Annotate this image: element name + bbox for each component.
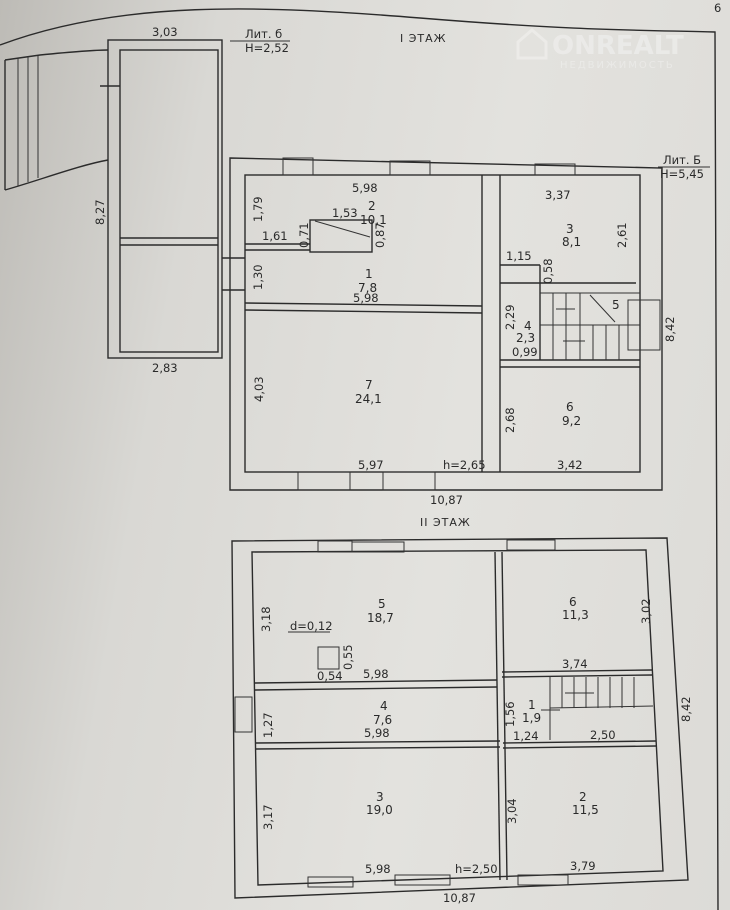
chimney-diameter: d=0,12 xyxy=(290,619,333,633)
lit-main-label: Лит. Б xyxy=(663,153,701,167)
room-area: 1,9 xyxy=(522,711,541,725)
room-number: 4 xyxy=(524,319,532,333)
dimension-label: 2,68 xyxy=(503,407,517,433)
floor-1-dimensions: 3,03 8,27 2,83 5,98 1,79 1,53 0,71 0,87 … xyxy=(93,25,677,507)
dimension-label: 8,42 xyxy=(679,696,693,722)
room-number: 6 xyxy=(566,400,574,414)
room-area: 11,3 xyxy=(562,608,589,622)
dimension-label: 5,98 xyxy=(365,862,391,876)
dimension-label: 5,98 xyxy=(353,291,379,305)
dimension-label: 1,56 xyxy=(503,701,517,727)
dimension-label: 2,61 xyxy=(615,222,629,248)
room-number: 5 xyxy=(612,298,620,312)
dimension-label: 5,98 xyxy=(363,667,389,681)
floor-1-title: I ЭТАЖ xyxy=(400,32,447,45)
dimension-label: 3,17 xyxy=(261,804,275,830)
dimension-label: 3,79 xyxy=(570,859,596,873)
room-number: 6 xyxy=(569,595,577,609)
room-number: 7 xyxy=(365,378,373,392)
dimension-label: 10,87 xyxy=(430,493,463,507)
dimension-label: 0,99 xyxy=(512,345,538,359)
dimension-label: 3,03 xyxy=(152,25,178,39)
dimension-label: 10,87 xyxy=(443,891,476,905)
dimension-label: 1,15 xyxy=(506,249,532,263)
dimension-label: 2,29 xyxy=(503,304,517,330)
room-area: 9,2 xyxy=(562,414,581,428)
dimension-label: 3,74 xyxy=(562,657,588,671)
room-area: 7,8 xyxy=(358,281,377,295)
dimension-label: 8,27 xyxy=(93,199,107,225)
dimension-label: 5,98 xyxy=(352,181,378,195)
dimension-label: 3,02 xyxy=(639,598,653,624)
watermark-subtitle: НЕДВИЖИМОСТЬ xyxy=(560,60,675,71)
dimension-label: 5,98 xyxy=(364,726,390,740)
room-number: 2 xyxy=(579,790,587,804)
dimension-label: 3,18 xyxy=(259,606,273,632)
dimension-label: 3,37 xyxy=(545,188,571,202)
room-number: 1 xyxy=(528,698,536,712)
room-area: 10,1 xyxy=(360,213,387,227)
dimension-label: 0,71 xyxy=(297,222,311,248)
room-number: 3 xyxy=(376,790,384,804)
dimension-label: 8,42 xyxy=(663,316,677,342)
dimension-label: 0,54 xyxy=(317,669,343,683)
room-area: 24,1 xyxy=(355,392,382,406)
room-area: 8,1 xyxy=(562,235,581,249)
floor-2-dimensions: 3,18 0,54 0,55 5,98 3,02 3,74 1,27 5,98 … xyxy=(259,598,693,905)
dimension-label: 3,04 xyxy=(505,798,519,824)
room-number: 2 xyxy=(368,199,376,213)
dimension-label: 2,50 xyxy=(590,728,616,742)
room-number: 3 xyxy=(566,222,574,236)
watermark-brand: ONREALT xyxy=(552,31,684,61)
dimension-label: 1,53 xyxy=(332,206,358,220)
dimension-label: 1,61 xyxy=(262,229,288,243)
floor-1-ceiling-height: h=2,65 xyxy=(443,458,486,472)
house-icon xyxy=(516,28,548,60)
room-number: 1 xyxy=(365,267,373,281)
dimension-label: 2,83 xyxy=(152,361,178,375)
room-area: 19,0 xyxy=(366,803,393,817)
floor-1-staircase xyxy=(540,292,640,360)
dimension-label: 1,30 xyxy=(251,264,265,290)
lit-main-height: H=5,45 xyxy=(660,167,704,181)
chimney-shaft xyxy=(317,646,340,670)
dimension-label: 0,55 xyxy=(341,644,355,670)
floor-2-title: II ЭТАЖ xyxy=(420,516,471,529)
room-area: 2,3 xyxy=(516,331,535,345)
room-number: 4 xyxy=(380,699,388,713)
room-area: 18,7 xyxy=(367,611,394,625)
dimension-label: 3,42 xyxy=(557,458,583,472)
dimension-label: 1,79 xyxy=(251,196,265,222)
floor-2-ceiling-height: h=2,50 xyxy=(455,862,498,876)
lit-small-height: H=2,52 xyxy=(245,41,289,55)
room-number: 5 xyxy=(378,597,386,611)
dimension-label: 1,27 xyxy=(261,712,275,738)
floor-1-plan: I ЭТАЖ Лит. б H=2,52 Лит. Б H=5,45 xyxy=(4,25,710,507)
dimension-label: 1,24 xyxy=(513,729,539,743)
dimension-label: 5,97 xyxy=(358,458,384,472)
sheet-border xyxy=(0,8,719,910)
floor-2-plan: II ЭТАЖ d=0,12 5 18,7 6 11,3 4 7,6 1 1,9… xyxy=(231,516,693,905)
floor-2-staircase xyxy=(541,677,654,740)
room-area: 11,5 xyxy=(572,803,599,817)
dimension-label: 0,58 xyxy=(541,258,555,284)
dimension-label: 4,03 xyxy=(252,376,266,402)
lit-small-label: Лит. б xyxy=(245,27,282,41)
page-number: 6 xyxy=(714,1,721,15)
room-area: 7,6 xyxy=(373,713,392,727)
dimension-label: 0,87 xyxy=(373,222,387,248)
watermark-logo: ONREALT НЕДВИЖИМОСТЬ xyxy=(516,28,684,71)
